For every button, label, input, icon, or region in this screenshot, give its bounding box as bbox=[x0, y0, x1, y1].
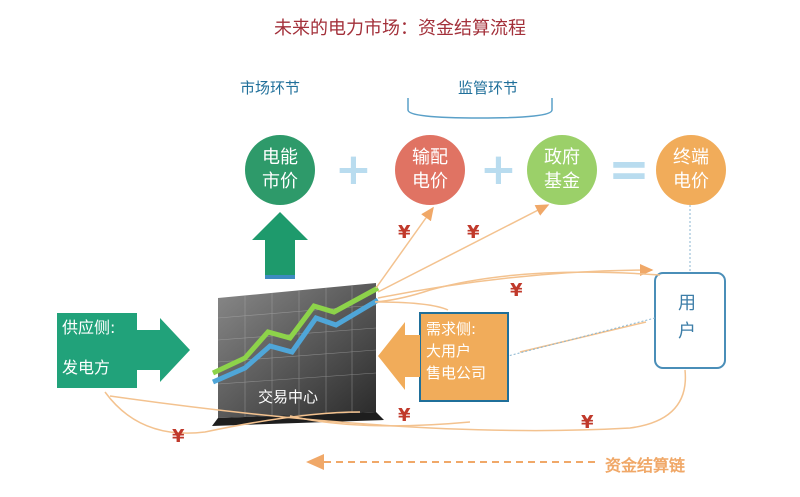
user-label: 用 户 bbox=[678, 293, 696, 342]
money-marker: ¥ bbox=[467, 222, 480, 243]
demand-arrow-shape bbox=[378, 312, 509, 402]
trading-center-label: 交易中心 bbox=[258, 388, 319, 406]
diagram-title: 未来的电力市场：资金结算流程 bbox=[274, 18, 526, 39]
plus-operator-1: + bbox=[335, 144, 372, 195]
settlement-chain-label: 资金结算链 bbox=[605, 456, 686, 475]
regulation-bracket bbox=[407, 98, 553, 119]
supply-arrow-shape bbox=[57, 313, 190, 388]
money-marker: ¥ bbox=[398, 405, 411, 426]
money-marker: ¥ bbox=[398, 222, 411, 243]
demand-side-label: 需求侧: 大用户 售电公司 bbox=[426, 320, 487, 382]
supply-side-label: 供应侧: 发电方 bbox=[62, 318, 116, 377]
market-price-circle: 电能 市价 bbox=[245, 135, 315, 205]
end-price-circle: 终端 电价 bbox=[656, 135, 726, 205]
money-marker: ¥ bbox=[172, 426, 185, 447]
regulation-segment-label: 监管环节 bbox=[458, 79, 519, 97]
government-fund-circle: 政府 基金 bbox=[527, 135, 597, 205]
plus-operator-2: + bbox=[480, 144, 517, 195]
money-marker: ¥ bbox=[510, 280, 523, 301]
equals-operator: = bbox=[608, 140, 650, 198]
money-marker: ¥ bbox=[581, 412, 594, 433]
up-arrow-shape bbox=[252, 212, 308, 279]
market-segment-label: 市场环节 bbox=[240, 79, 301, 97]
transmission-price-circle: 输配 电价 bbox=[395, 135, 465, 205]
user-box bbox=[654, 272, 726, 369]
